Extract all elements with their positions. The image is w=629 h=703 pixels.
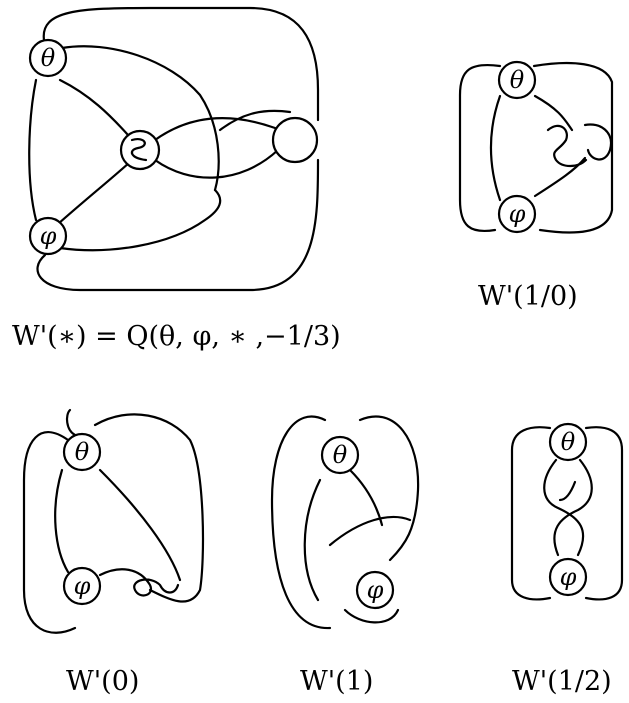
strand [29,80,36,220]
caption-w-0: W'(0) [66,666,139,697]
diagram-w-1: θ φ W'(1) [272,416,418,697]
phi-label: φ [560,563,577,591]
strand [55,470,68,572]
phi-label: φ [367,576,384,604]
theta-label: θ [75,438,90,466]
strand [95,414,203,601]
caption-w-1-2: W'(1/2) [512,666,612,697]
caption-w-1: W'(1) [300,666,373,697]
strand [60,80,128,135]
strand [544,460,583,555]
strand [512,427,550,599]
diagram-w-1-2: θ φ W'(1/2) [512,424,622,697]
diagram-w-1-0: θ φ W'(1/0) [460,62,612,312]
strand [345,610,398,622]
theta-label: θ [41,44,56,72]
phi-label: φ [74,572,91,600]
strand [305,480,320,600]
strand [554,460,591,555]
strand [491,96,500,200]
strand [58,162,130,224]
phi-label: φ [40,222,57,250]
strand [100,569,178,595]
strand [155,150,278,178]
strand [534,63,612,232]
main-caption: W'(∗) = Q(θ, φ, ∗ ,−1/3) [12,321,341,352]
strand [38,160,318,290]
strand [272,417,330,629]
phi-label: φ [509,200,526,228]
strand [535,96,572,130]
strand [60,190,220,250]
strand [67,410,75,435]
strand [100,470,180,580]
center-twist-disk [121,131,159,169]
strand [360,416,418,560]
theta-label: θ [561,428,576,456]
strand [560,482,575,500]
strand [44,8,318,120]
strand [330,517,410,545]
diagram-w-0: θ φ W'(0) [24,410,203,697]
right-empty-disk [273,118,317,162]
theta-label: θ [333,441,348,469]
strand [586,427,622,599]
strand [585,124,611,159]
diagram-main: θ φ W'(∗) = Q(θ, φ, ∗ ,−1/3) [12,8,341,352]
strand [350,470,382,525]
theta-label: θ [510,66,525,94]
strand [460,65,500,231]
strand [548,126,586,166]
caption-w-1-0: W'(1/0) [478,281,578,312]
